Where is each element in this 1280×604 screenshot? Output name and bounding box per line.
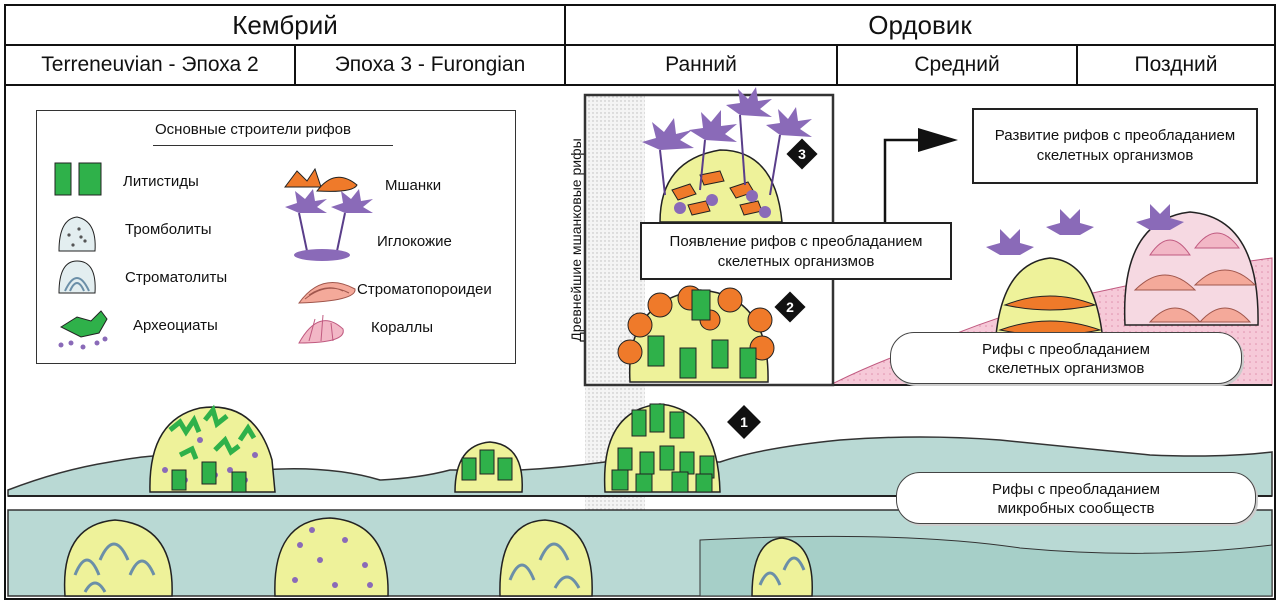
development-line-2: скелетных организмов: [1036, 147, 1194, 164]
lower-mound-3: [499, 519, 593, 597]
lower-mound-2: [274, 517, 389, 597]
archaeocyath-reef: [149, 404, 276, 493]
epoch-ordovician-middle: Средний: [838, 46, 1078, 86]
epoch-ordovician-late: Поздний: [1078, 46, 1274, 86]
legend-corals: Кораллы: [371, 319, 434, 336]
bryozoan-icon: [284, 167, 358, 192]
legend-stromatolites: Строматолиты: [125, 269, 228, 286]
emergence-skeletal-reefs-box: Появление рифов с преобладанием скелетны…: [640, 222, 952, 280]
marker-3: 3: [786, 138, 818, 170]
epoch-cambrian-late: Эпоха 3 - Furongian: [296, 46, 566, 86]
microbial-reefs-pill: Рифы с преобладанием микробных сообществ: [896, 472, 1256, 524]
late-ordovician-reef: [1123, 204, 1259, 326]
svg-text:3: 3: [798, 146, 806, 162]
microbial-line-2: микробных сообществ: [997, 500, 1155, 517]
emergence-line-2: скелетных организмов: [717, 253, 875, 270]
legend-archaeocyaths: Археоциаты: [133, 317, 218, 334]
stromatoporoid-icon: [297, 282, 356, 304]
oldest-bryozoan-reefs-label: Древнейшие мшанковые рифы: [568, 138, 584, 341]
early-ordovician-reef: [603, 403, 721, 493]
microbial-line-1: Рифы с преобладанием: [992, 481, 1160, 498]
svg-text:2: 2: [786, 299, 794, 315]
coral-icon: [298, 314, 344, 344]
legend-stromatoporoids: Строматопороидеи: [357, 281, 492, 298]
lower-mound-1: [63, 519, 173, 597]
svg-text:1: 1: [740, 414, 748, 430]
legend-lithistids: Литистиды: [123, 173, 199, 190]
archaeocyath-icon: [58, 310, 108, 350]
period-ordovician: Ордовик: [566, 6, 1274, 46]
legend-thrombolites: Тромболиты: [125, 221, 212, 238]
development-arrow: [883, 138, 918, 225]
development-skeletal-reefs-box: Развитие рифов с преобладанием скелетных…: [972, 108, 1258, 184]
skeletal-reefs-pill: Рифы с преобладанием скелетных организмо…: [890, 332, 1242, 384]
thrombolite-icon: [58, 216, 96, 252]
epoch-cambrian-early: Terreneuvian - Эпоха 2: [6, 46, 296, 86]
emergence-line-1: Появление рифов с преобладанием: [669, 233, 923, 250]
legend-title-underline: [153, 145, 393, 146]
skeletal-line-2: скелетных организмов: [987, 360, 1145, 377]
bryozoan-echinoderm-reef: [642, 87, 812, 223]
development-line-1: Развитие рифов с преобладанием: [994, 127, 1236, 144]
marker-1: 1: [727, 405, 761, 439]
skeletal-line-1: Рифы с преобладанием: [982, 341, 1150, 358]
legend-echinoderms: Иглокожие: [377, 233, 452, 250]
epoch-ordovician-early: Ранний: [566, 46, 838, 86]
marker-2: 2: [774, 291, 806, 323]
lithistid-icon: [54, 162, 102, 196]
legend-title: Основные строители рифов: [155, 121, 351, 138]
stromatolite-icon: [58, 260, 96, 294]
legend-box: Основные строители рифов Литистиды Тромб…: [36, 110, 516, 364]
lower-mound-4: [751, 537, 813, 597]
period-cambrian: Кембрий: [6, 6, 566, 46]
bryozoan-lithistid-reef: [617, 285, 775, 383]
legend-icons: [54, 162, 373, 350]
lithistid-reef: [454, 441, 523, 493]
legend-bryozoans: Мшанки: [385, 177, 442, 194]
echinoderm-icon: [285, 189, 373, 261]
